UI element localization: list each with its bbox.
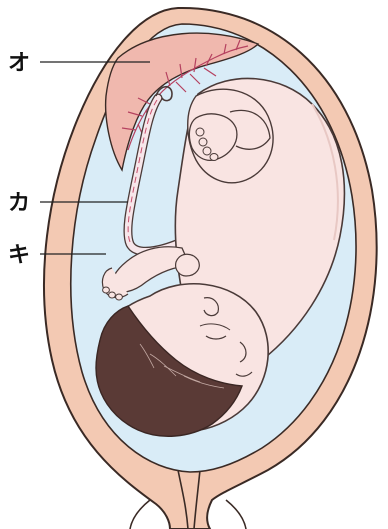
cervix-lower-right bbox=[226, 500, 246, 529]
label-ka: カ bbox=[8, 191, 30, 216]
label-ki: キ bbox=[8, 243, 30, 268]
label-o: オ bbox=[8, 51, 30, 76]
cervix-lower-left bbox=[130, 500, 150, 529]
fetus-hand-right bbox=[176, 254, 200, 276]
